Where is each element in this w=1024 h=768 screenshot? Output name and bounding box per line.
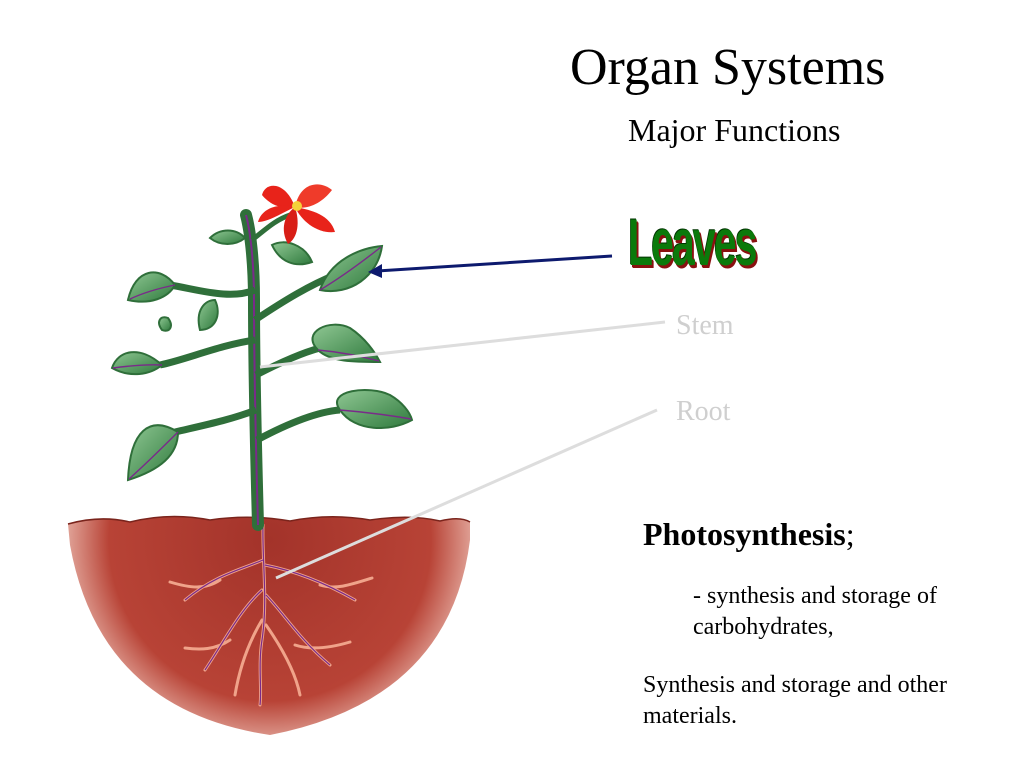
stem: [159, 209, 341, 531]
carbohydrate-bullet: - synthesis and storage of carbohydrates…: [693, 583, 937, 640]
leaf-veins: [112, 246, 412, 480]
flower: [258, 184, 335, 244]
photosynthesis-heading: Photosynthesis;: [643, 514, 855, 554]
pointer-lines: [259, 254, 666, 580]
photosynthesis-term: Photosynthesis: [643, 516, 846, 552]
root-label: Root: [676, 396, 731, 427]
heading-semicolon: ;: [845, 516, 855, 552]
leaves-label: Leaves: [628, 205, 757, 279]
slide-subtitle: Major Functions: [628, 112, 841, 148]
soil: [67, 515, 471, 735]
slide-title: Organ Systems: [570, 39, 886, 96]
stem-label: Stem: [676, 310, 734, 341]
other-materials-text: Synthesis and storage and other material…: [643, 672, 947, 729]
